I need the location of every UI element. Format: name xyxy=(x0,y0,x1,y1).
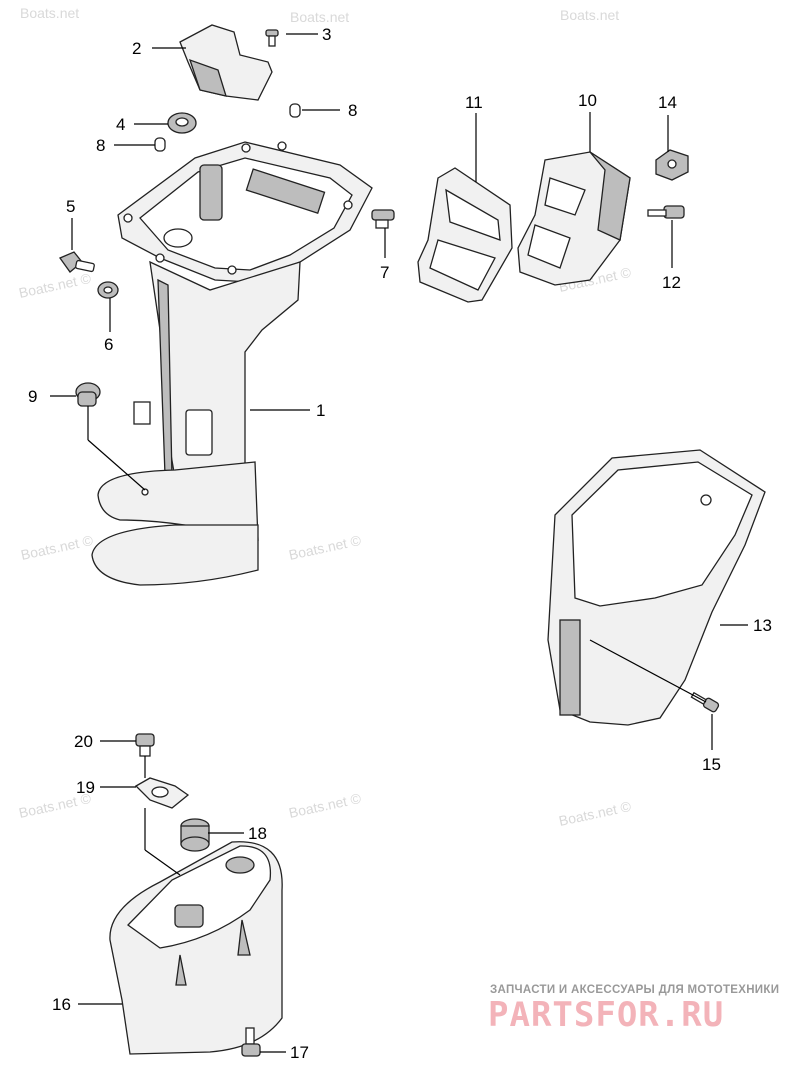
part-14-screw xyxy=(690,691,720,713)
part-13-apron xyxy=(547,449,766,726)
callout-2: 2 xyxy=(132,39,141,58)
callout-10: 10 xyxy=(578,91,597,110)
part-5-bolt xyxy=(59,251,95,273)
part-6-washer xyxy=(97,281,119,299)
callout-7: 7 xyxy=(380,263,389,282)
callout-3: 3 xyxy=(322,25,331,44)
leader-lines xyxy=(50,33,748,1053)
part-20-bolt xyxy=(135,733,155,757)
part-2-bracket xyxy=(179,24,273,101)
callout-numbers: 2 3 4 8 8 5 6 7 9 1 11 10 14 12 13 15 20… xyxy=(28,25,772,1062)
part-10-exhaust-guide xyxy=(517,151,631,286)
watermark-4: Boats.net © xyxy=(17,270,93,301)
brand-logo-text: PARTSFOR.RU xyxy=(488,995,724,1035)
callout-4: 4 xyxy=(116,115,125,134)
callout-9: 9 xyxy=(28,387,37,406)
callout-17: 17 xyxy=(290,1043,309,1062)
watermark-2: Boats.net xyxy=(290,9,349,25)
part-3-screw xyxy=(265,29,279,47)
callout-20: 20 xyxy=(74,732,93,751)
brand-logo: ЗАПЧАСТИ И АКСЕССУАРЫ ДЛЯ МОТОТЕХНИКИ PA… xyxy=(488,984,779,1035)
part-17-bolt xyxy=(241,1027,261,1057)
callout-13: 13 xyxy=(753,616,772,635)
callout-8-top: 8 xyxy=(348,101,357,120)
part-12-bolt xyxy=(647,205,685,219)
part-15-nut xyxy=(655,149,689,181)
callout-15: 14 xyxy=(658,93,677,112)
watermark-10: Boats.net © xyxy=(557,798,633,829)
callout-11: 11 xyxy=(465,93,483,112)
callout-5: 5 xyxy=(66,197,75,216)
callout-6: 6 xyxy=(104,335,113,354)
watermark-9: Boats.net © xyxy=(287,790,363,821)
callout-19: 19 xyxy=(76,778,95,797)
callout-16: 16 xyxy=(52,995,71,1014)
callout-12: 12 xyxy=(662,273,681,292)
watermark-3: Boats.net xyxy=(560,7,619,23)
part-18-grommet xyxy=(180,818,210,852)
callout-8-left: 8 xyxy=(96,136,105,155)
watermark-6: Boats.net © xyxy=(19,532,95,563)
watermark-7: Boats.net © xyxy=(287,532,363,563)
watermark-1: Boats.net xyxy=(20,5,79,21)
part-9-plug xyxy=(75,382,101,407)
part-19-plate xyxy=(134,777,190,809)
part-7-bolt xyxy=(371,209,395,229)
brand-tagline: ЗАПЧАСТИ И АКСЕССУАРЫ ДЛЯ МОТОТЕХНИКИ xyxy=(490,984,779,996)
callout-1: 1 xyxy=(316,401,325,420)
callout-14: 15 xyxy=(702,755,721,774)
part-11-gasket xyxy=(417,167,513,303)
part-16-lower-housing xyxy=(109,841,283,1055)
callout-18: 18 xyxy=(248,824,267,843)
part-4-seal xyxy=(167,112,197,134)
part-1-upper-casing xyxy=(91,141,373,586)
